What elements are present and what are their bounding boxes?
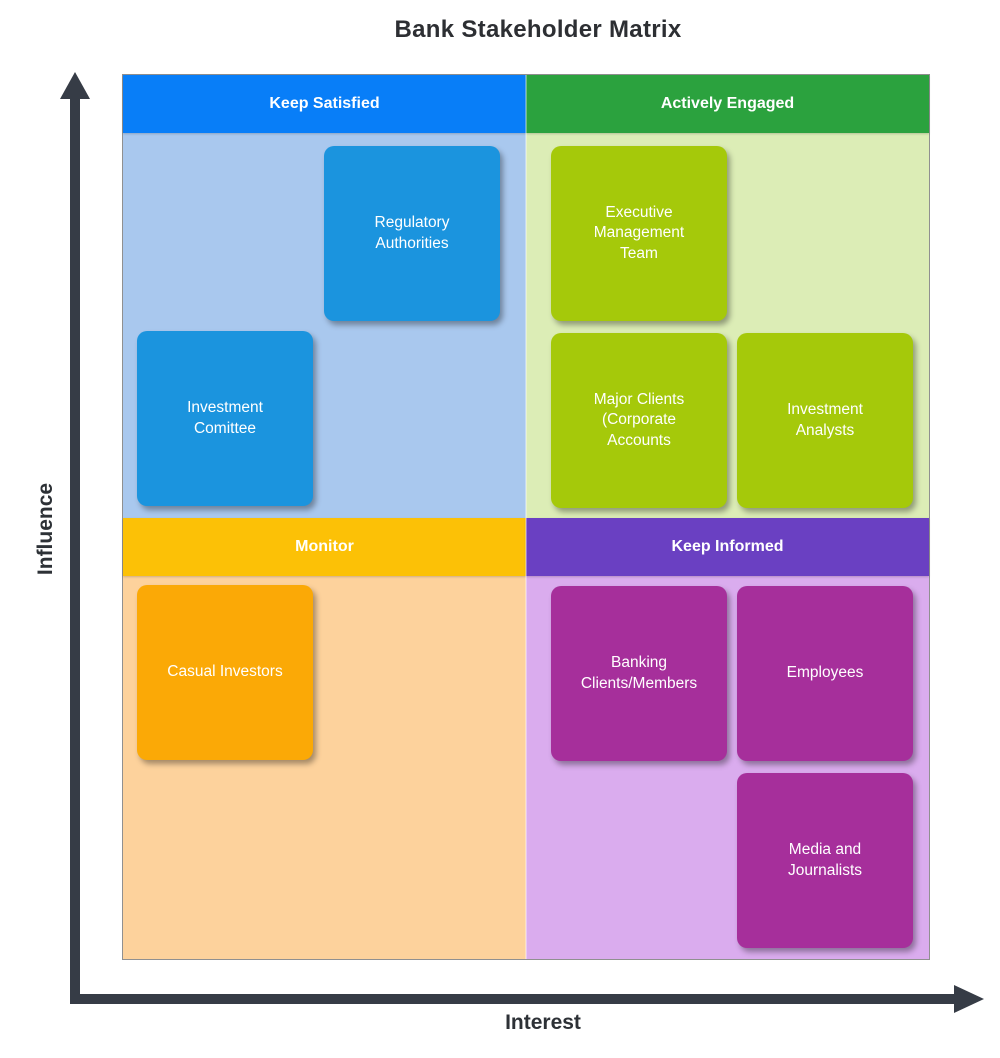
stakeholder-card-media-and-journalists: Media and Journalists (737, 773, 913, 948)
x-axis-arrow-icon (954, 985, 984, 1013)
stakeholder-card-major-clients: Major Clients (Corporate Accounts (551, 333, 727, 508)
x-axis-label: Interest (505, 1011, 581, 1034)
stakeholder-card-casual-investors: Casual Investors (137, 585, 313, 760)
stakeholder-card-investment-comittee: Investment Comittee (137, 331, 313, 506)
x-axis-line (70, 994, 954, 1004)
quadrant-header-keep-informed: Keep Informed (526, 518, 929, 576)
stakeholder-card-employees: Employees (737, 586, 913, 761)
quadrant-header-monitor: Monitor (123, 518, 526, 576)
stakeholder-card-regulatory-authorities: Regulatory Authorities (324, 146, 500, 321)
y-axis-line (70, 92, 80, 1004)
stakeholder-card-executive-management-team: Executive Management Team (551, 146, 727, 321)
quadrant-actively-engaged: Actively Engaged Executive Management Te… (526, 75, 929, 518)
page-title: Bank Stakeholder Matrix (394, 16, 682, 43)
y-axis-label: Influence (34, 482, 57, 576)
stakeholder-card-banking-clients-members: Banking Clients/Members (551, 586, 727, 761)
quadrant-header-actively-engaged: Actively Engaged (526, 75, 929, 133)
quadrant-header-keep-satisfied: Keep Satisfied (123, 75, 526, 133)
quadrant-keep-informed: Keep Informed Banking Clients/Members Em… (526, 518, 929, 959)
quadrant-monitor: Monitor Casual Investors (123, 518, 526, 959)
stakeholder-card-investment-analysts: Investment Analysts (737, 333, 913, 508)
stakeholder-matrix: Keep Satisfied Regulatory Authorities In… (122, 74, 930, 960)
quadrant-keep-satisfied: Keep Satisfied Regulatory Authorities In… (123, 75, 526, 518)
